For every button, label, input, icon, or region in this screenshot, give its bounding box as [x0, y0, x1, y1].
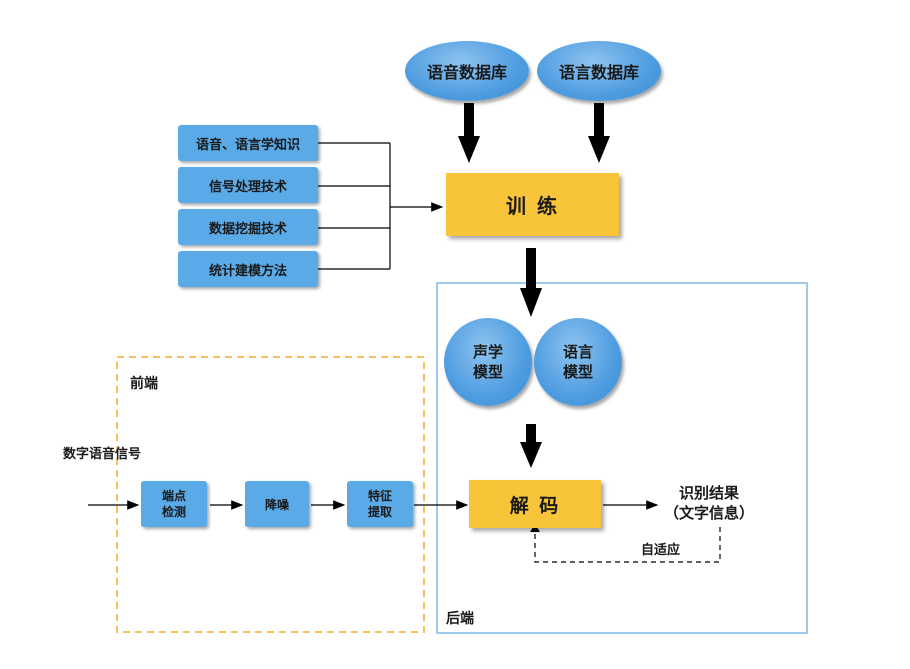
training-box: 训 练	[446, 173, 619, 236]
input-signal-label: 数字语音信号	[63, 447, 142, 462]
adaptive-arrowhead	[530, 524, 540, 532]
adaptive-label: 自适应	[641, 543, 681, 558]
endpoint-detection-box: 端点 检测	[141, 481, 207, 527]
language-model: 语言 模型	[534, 318, 622, 406]
knowledge-statistical-modeling: 统计建模方法	[178, 251, 318, 287]
adaptive-feedback	[534, 527, 721, 563]
speech-database: 语音数据库	[405, 41, 529, 101]
backend-title: 后端	[446, 611, 474, 627]
decoding-box: 解 码	[469, 480, 601, 528]
knowledge-data-mining: 数据挖掘技术	[178, 209, 318, 245]
recognition-result-label: 识别结果 （文字信息）	[664, 484, 755, 522]
thick-arrows	[458, 103, 610, 468]
frontend-region-border	[116, 356, 425, 633]
knowledge-linguistics: 语音、语言学知识	[178, 125, 318, 161]
backend-region-border	[436, 282, 808, 634]
feature-extraction-box: 特征 提取	[347, 481, 413, 527]
knowledge-connector	[318, 142, 444, 270]
knowledge-signal-processing: 信号处理技术	[178, 167, 318, 203]
acoustic-model: 声学 模型	[444, 318, 532, 406]
language-database: 语言数据库	[537, 41, 661, 101]
noise-reduction-box: 降噪	[245, 481, 309, 527]
frontend-title: 前端	[130, 376, 158, 392]
